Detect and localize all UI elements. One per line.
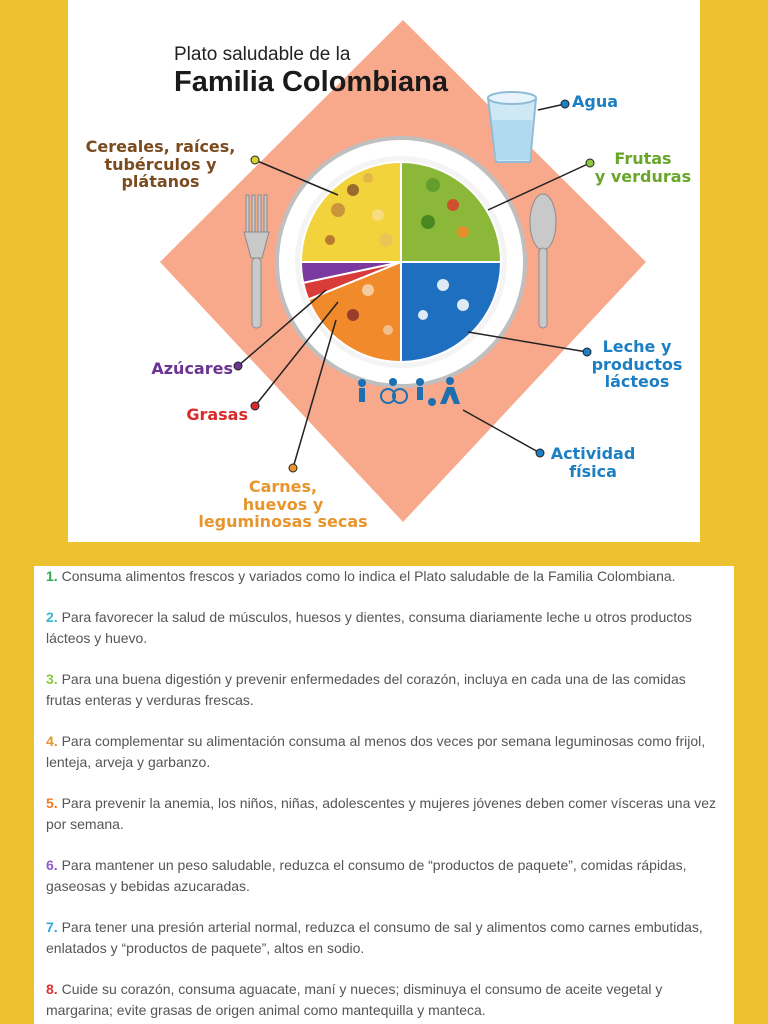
leader-dots [233,99,595,473]
tip-number: 3. [46,671,62,687]
tip-number: 5. [46,795,62,811]
tip-number: 1. [46,568,62,584]
label-azucares: Azúcares [151,359,233,378]
food-items-decor [325,173,469,335]
plato-saludable-infographic: Plato saludable de la Familia Colombiana… [68,0,700,542]
infographic-title-line1: Plato saludable de la [174,44,351,65]
label-frutas-verduras: Frutas y verduras [594,149,692,186]
tip-text: Para una buena digestión y prevenir enfe… [46,671,686,708]
tip-text: Para mantener un peso saludable, reduzca… [46,857,687,894]
tip-number: 7. [46,919,62,935]
tip-item: 5. Para prevenir la anemia, los niños, n… [46,793,724,835]
label-agua: Agua [572,92,619,111]
tip-item: 1. Consuma alimentos frescos y variados … [46,566,724,587]
tip-text: Consuma alimentos frescos y variados com… [61,568,676,584]
tip-text: Cuide su corazón, consuma aguacate, maní… [46,981,663,1018]
label-grasas: Grasas [186,405,248,424]
tip-item: 6. Para mantener un peso saludable, redu… [46,855,724,897]
sector-frutas-verduras [400,160,503,263]
tip-item: 3. Para una buena digestión y prevenir e… [46,669,724,711]
spoon-icon [529,193,557,329]
tip-item: 8. Cuide su corazón, consuma aguacate, m… [46,979,724,1021]
sector-azucares [299,261,402,284]
tip-number: 2. [46,609,62,625]
tip-item: 2. Para favorecer la salud de músculos, … [46,607,724,649]
tip-item: 4. Para complementar su alimentación con… [46,731,724,773]
recommendations-panel: 1. Consuma alimentos frescos y variados … [34,566,734,1024]
label-carnes-huevos-leguminosas: Carnes, huevos y leguminosas secas [198,477,368,532]
tip-text: Para prevenir la anemia, los niños, niña… [46,795,717,832]
tip-number: 8. [46,981,62,997]
leader-lines [237,103,591,469]
tip-item: 7. Para tener una presión arterial norma… [46,917,724,959]
water-glass-icon [486,91,538,163]
label-leche-lacteos: Leche y productos lácteos [591,337,683,392]
fork-icon [243,194,270,329]
infographic-title-line2: Familia Colombiana [174,66,448,98]
tip-text: Para tener una presión arterial normal, … [46,919,703,956]
tip-number: 6. [46,857,62,873]
tip-text: Para complementar su alimentación consum… [46,733,706,770]
tip-text: Para favorecer la salud de músculos, hue… [46,609,692,646]
label-actividad-fisica: Actividad física [550,444,636,481]
physical-activity-icons [358,377,460,406]
infographic-illustration [160,20,646,522]
label-cereales: Cereales, raíces, tubérculos y plátanos [85,137,236,192]
tip-number: 4. [46,733,62,749]
